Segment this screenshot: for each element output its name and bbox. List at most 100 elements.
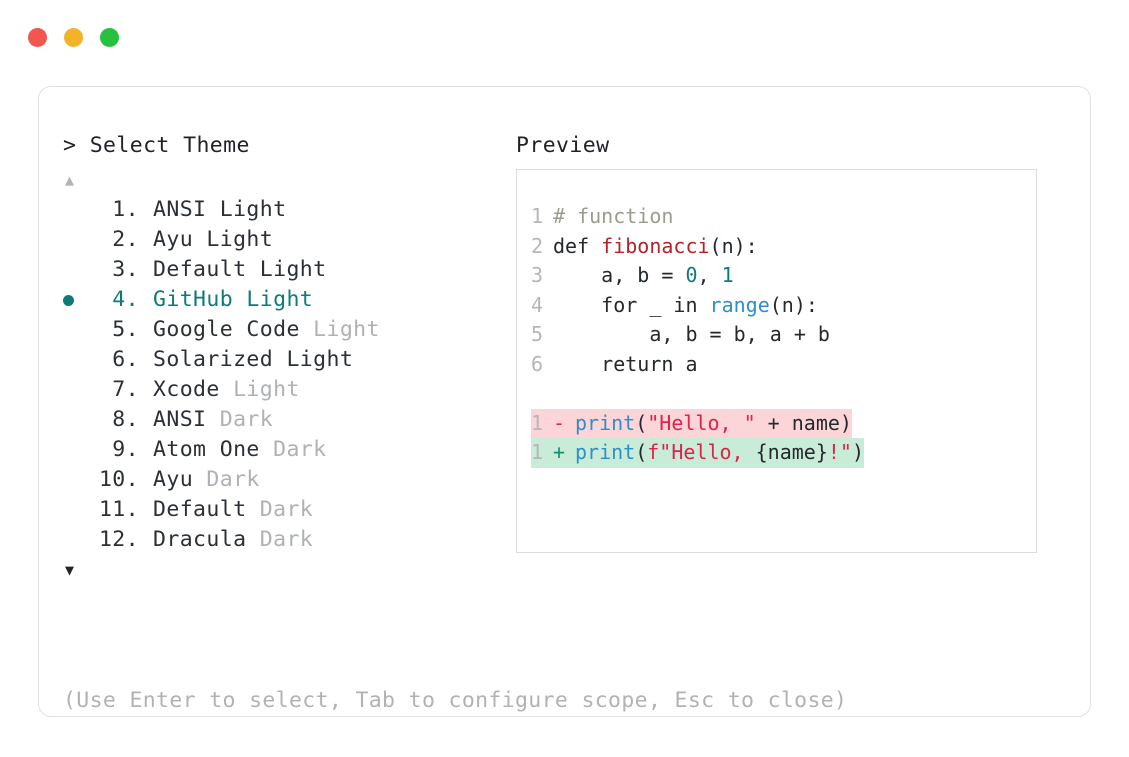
code-line-content: for _ in range(n):	[553, 291, 818, 321]
code-token: def	[553, 233, 602, 258]
theme-list-item[interactable]: 12.Dracula Dark	[63, 525, 516, 555]
selection-bullet-icon	[63, 195, 91, 225]
theme-list-item[interactable]: 6. Solarized Light	[63, 345, 516, 375]
selection-bullet-icon	[63, 255, 91, 285]
theme-item-name: Dracula	[153, 527, 247, 552]
line-number: 1	[531, 440, 544, 464]
minimize-icon[interactable]	[64, 28, 83, 47]
theme-item-variant: Light	[299, 317, 380, 342]
line-number: 3	[531, 263, 544, 287]
code-line-content: def fibonacci(n):	[553, 232, 758, 262]
diff-minus-icon: -	[553, 410, 566, 435]
theme-list-item[interactable]: 4.GitHub Light	[63, 285, 516, 315]
theme-item-variant: Light	[206, 197, 287, 222]
theme-item-variant: Dark	[206, 407, 274, 432]
code-token: print	[575, 440, 636, 464]
theme-list-item[interactable]: 8. ANSI Dark	[63, 405, 516, 435]
code-line: 6 return a	[517, 350, 1036, 380]
code-line: 3 a, b = 0, 1	[517, 261, 1036, 291]
selection-bullet-icon	[63, 375, 91, 405]
code-line-content: print(f"Hello, {name}!")	[575, 438, 864, 468]
close-icon[interactable]	[28, 28, 47, 47]
code-token: )	[851, 440, 865, 464]
theme-item-name: GitHub	[153, 287, 234, 312]
selection-bullet-icon	[63, 405, 91, 435]
theme-list-item[interactable]: 5.Google Code Light	[63, 315, 516, 345]
theme-list-item[interactable]: 2.Ayu Light	[63, 225, 516, 255]
code-line-content: a, b = b, a + b	[553, 320, 830, 350]
theme-item-variant: Dark	[193, 467, 260, 492]
diff-line-removed: 1-print("Hello, " + name)	[531, 408, 852, 438]
theme-item-index: 7.	[112, 377, 139, 402]
line-number: 2	[531, 233, 544, 258]
line-number: 1	[531, 204, 544, 228]
theme-item-index: 8.	[112, 407, 139, 432]
code-token: (	[635, 410, 648, 435]
selection-bullet-icon	[63, 435, 91, 465]
theme-item-index: 9.	[112, 437, 139, 462]
theme-item-index: 1.	[112, 197, 139, 222]
code-token: for _ in	[553, 292, 710, 317]
theme-item-name: Default	[153, 497, 247, 522]
selection-bullet-icon	[63, 315, 91, 345]
theme-item-name: Xcode	[153, 377, 220, 402]
selection-bullet-icon	[63, 495, 91, 525]
selection-bullet-icon	[63, 225, 91, 255]
theme-list-item[interactable]: 3.Default Light	[63, 255, 516, 285]
code-token: "Hello, "	[647, 410, 756, 435]
preview-title: Preview	[516, 133, 610, 158]
diff-row: 1+print(f"Hello, {name}!")	[517, 438, 1036, 468]
code-token: (	[635, 440, 648, 464]
code-token: print	[575, 410, 636, 435]
selection-bullet-icon	[63, 465, 91, 495]
theme-item-index: 2.	[112, 227, 139, 252]
diff-line-added: 1+print(f"Hello, {name}!")	[531, 438, 865, 468]
code-token: !"	[827, 440, 852, 464]
code-token: a, b =	[553, 263, 686, 287]
code-token: (n):	[769, 292, 818, 317]
code-token: 1	[721, 263, 734, 287]
theme-item-name: ANSI	[153, 407, 207, 432]
theme-item-variant: Dark	[259, 437, 327, 462]
code-line: 5 a, b = b, a + b	[517, 320, 1036, 350]
code-token: ,	[697, 263, 722, 287]
theme-list-item[interactable]: 7. Xcode Light	[63, 375, 516, 405]
code-line-content: # function	[553, 202, 673, 232]
maximize-icon[interactable]	[100, 28, 119, 47]
code-line-content: a, b = 0, 1	[553, 261, 734, 291]
theme-item-name: ANSI	[153, 197, 207, 222]
theme-item-name: Default	[153, 257, 247, 282]
code-line: 1 # function	[517, 202, 1036, 232]
code-token: range	[709, 292, 770, 317]
selection-bullet-icon	[63, 285, 91, 315]
theme-list-item[interactable]: 10.Ayu Dark	[63, 465, 516, 495]
theme-item-index: 4.	[112, 287, 139, 312]
theme-item-name: Solarized	[153, 347, 274, 372]
theme-list-item[interactable]: 9.Atom One Dark	[63, 435, 516, 465]
line-number: 5	[531, 322, 544, 346]
theme-item-name: Ayu	[153, 467, 194, 492]
code-spacer	[517, 379, 1036, 409]
code-token: (n):	[709, 233, 758, 258]
theme-item-variant: Light	[273, 347, 354, 372]
scroll-up-icon[interactable]: ▲	[65, 171, 75, 189]
code-token: fibonacci	[601, 233, 710, 258]
theme-item-index: 5.	[112, 317, 139, 342]
theme-list-item[interactable]: 1. ANSI Light	[63, 195, 516, 225]
theme-item-name: Ayu	[153, 227, 194, 252]
scroll-down-icon[interactable]: ▼	[65, 561, 75, 579]
theme-list-item[interactable]: 11.Default Dark	[63, 495, 516, 525]
selection-bullet-icon	[63, 525, 91, 555]
theme-item-index: 6.	[112, 347, 139, 372]
line-number: 6	[531, 351, 544, 376]
theme-item-variant: Dark	[246, 497, 314, 522]
theme-item-variant: Light	[219, 377, 300, 402]
